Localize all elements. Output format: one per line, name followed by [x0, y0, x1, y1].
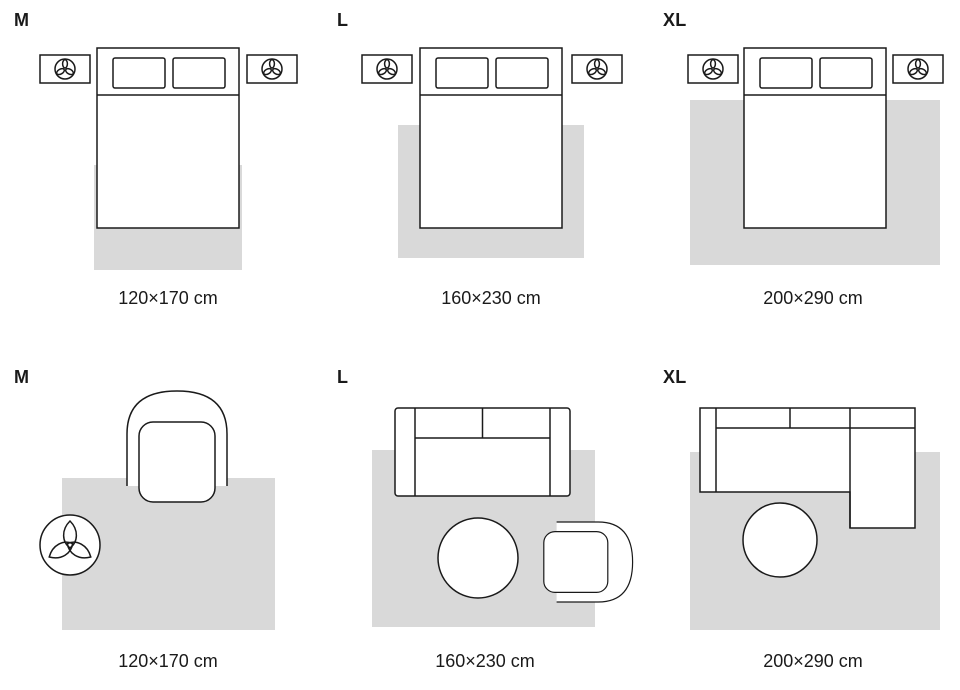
armchair [126, 390, 228, 503]
size-label: M [14, 10, 30, 30]
size-caption: 200×290 cm [763, 288, 863, 308]
bedroom-m-diagram [39, 47, 298, 270]
sofa [394, 407, 571, 497]
bed [743, 47, 887, 229]
bed [419, 47, 563, 229]
size-caption: 160×230 cm [441, 288, 541, 308]
nightstand-left [361, 54, 413, 84]
size-caption: 200×290 cm [763, 651, 863, 671]
nightstand-right [571, 54, 623, 84]
coffee-table [437, 517, 519, 599]
size-caption: 120×170 cm [118, 288, 218, 308]
bedroom-xl-diagram [687, 47, 944, 265]
living-m-diagram [39, 390, 275, 630]
living-xl-diagram [690, 407, 940, 630]
bed [96, 47, 240, 229]
sectional-sofa [699, 407, 916, 529]
panel-living-l: L 160×230 cm [320, 345, 645, 690]
panel-living-m: M 120×170 cm [0, 345, 320, 690]
armchair [543, 521, 634, 603]
bedroom-l-diagram [361, 47, 623, 258]
panel-living-xl: XL 200×290 cm [640, 345, 960, 690]
coffee-table [742, 502, 818, 578]
panel-bedroom-l: L 160×230 cm [320, 0, 645, 345]
nightstand-right [246, 54, 298, 84]
panel-bedroom-m: M 120×170 cm [0, 0, 320, 345]
size-label: XL [663, 367, 687, 387]
size-caption: 120×170 cm [118, 651, 218, 671]
size-label: XL [663, 10, 687, 30]
living-l-diagram [372, 407, 634, 627]
nightstand-left [39, 54, 91, 84]
potted-plant [39, 514, 101, 576]
size-label: L [337, 10, 349, 30]
nightstand-left [687, 54, 739, 84]
size-caption: 160×230 cm [435, 651, 535, 671]
nightstand-right [892, 54, 944, 84]
panel-bedroom-xl: XL 200×290 cm [640, 0, 960, 345]
size-label: L [337, 367, 349, 387]
size-label: M [14, 367, 30, 387]
